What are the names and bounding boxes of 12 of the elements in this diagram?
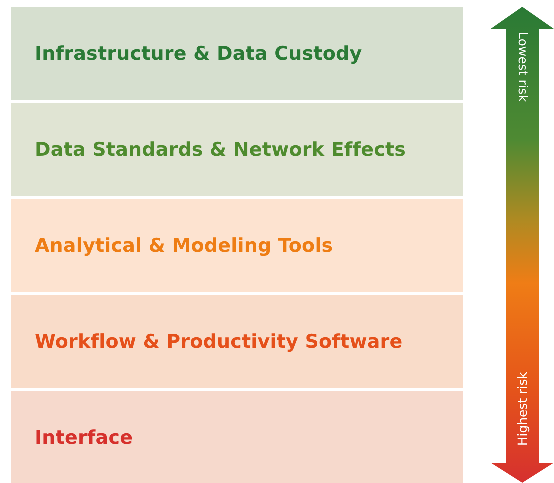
layer-band (11, 103, 463, 196)
layer-label: Workflow & Productivity Software (35, 330, 403, 352)
layer-band (11, 391, 463, 483)
risk-label: Lowest risk (515, 32, 532, 102)
layer-band (11, 7, 463, 100)
layer-label: Data Standards & Network Effects (35, 138, 406, 160)
layer-label: Infrastructure & Data Custody (35, 42, 362, 64)
layer-label: Analytical & Modeling Tools (35, 234, 334, 256)
layer-band (11, 199, 463, 292)
risk-label: Highest risk (514, 372, 531, 446)
layer-label: Interface (35, 426, 134, 448)
layer-band (11, 295, 463, 388)
